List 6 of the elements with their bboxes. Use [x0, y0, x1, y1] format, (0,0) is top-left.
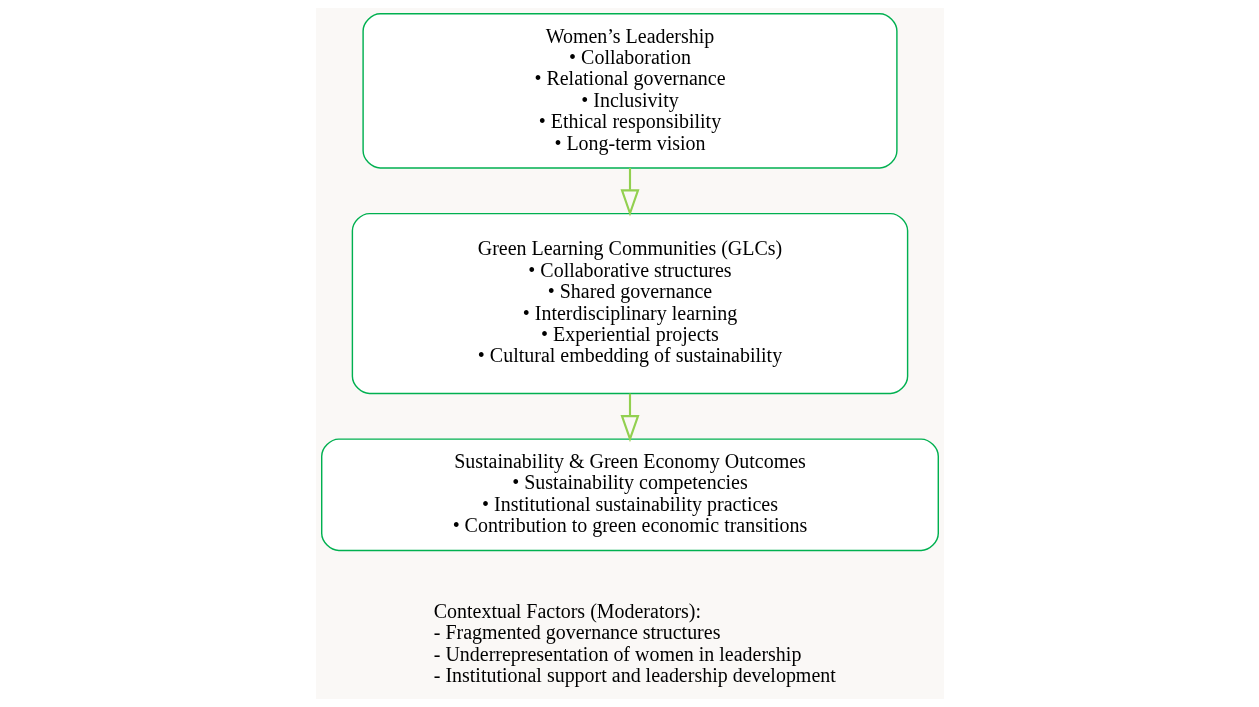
- node-box: Sustainability & Green Economy Outcomes • Sustainability competencies • Institutional sustainability practices • Contribution to green economic transitions: [320, 438, 939, 552]
- node-box: Green Learning Communities (GLCs) • Collaborative structures • Shared governance • Interdisciplinary learning • Experiential projects • Cultural embedding of sustainability: [351, 212, 908, 395]
- node-box: Women’s Leadership • Collaboration • Relational governance • Inclusivity • Ethical responsibility • Long-term vision: [361, 13, 898, 169]
- arrow: [620, 168, 639, 217]
- label: Contextual Factors (Moderators):: [433, 599, 701, 622]
- arrow: [620, 393, 639, 443]
